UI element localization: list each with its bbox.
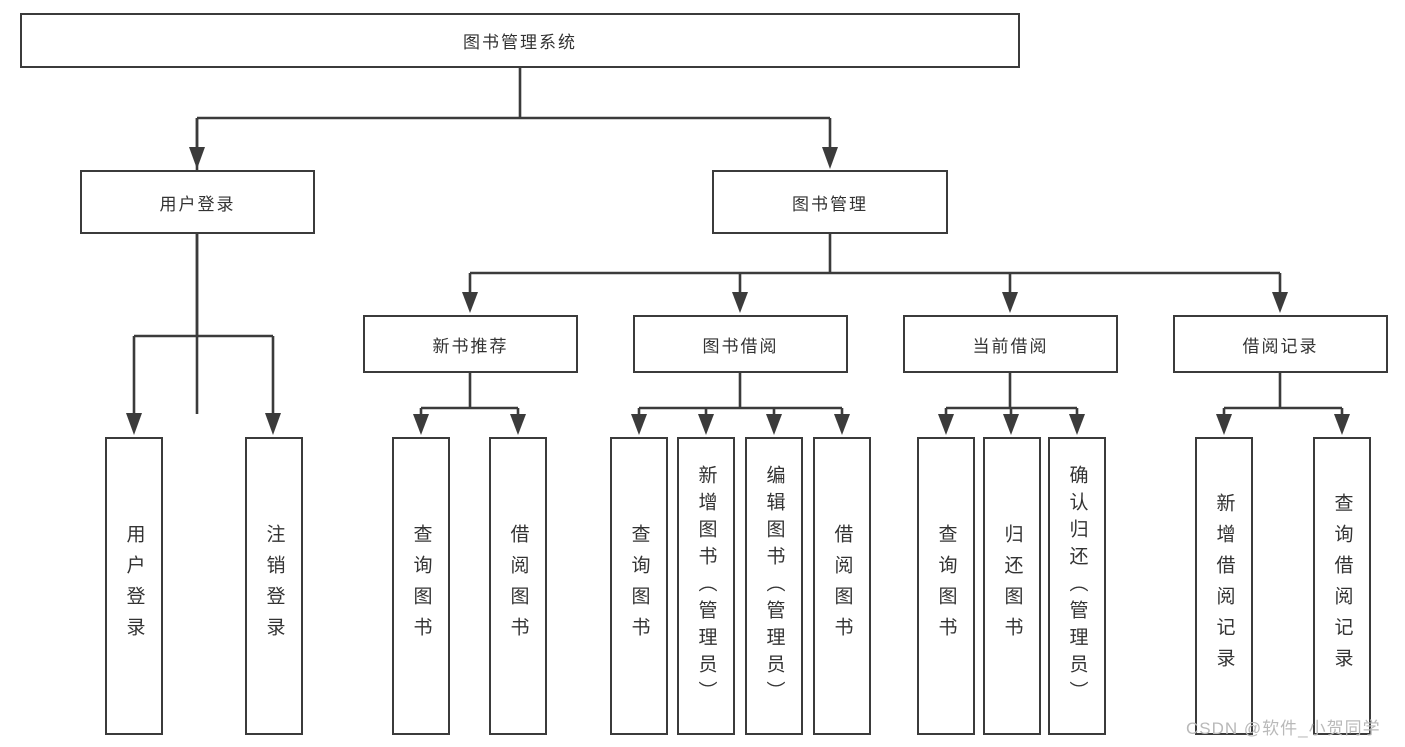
leaf-add-borrow-record: 新增借阅记录 <box>1195 437 1253 735</box>
watermark: CSDN @软件_小贺同学 <box>1186 719 1381 738</box>
leaf-user-login-label: 用户登录 <box>123 524 145 648</box>
leaf-query-books-2-label: 查询图书 <box>628 524 650 648</box>
leaf-query-books-1-label: 查询图书 <box>410 524 432 648</box>
leaf-edit-books-admin-label: 编辑图书（管理员） <box>763 464 785 708</box>
leaf-borrow-books-2-label: 借阅图书 <box>831 524 853 648</box>
node-current-borrowing: 当前借阅 <box>903 315 1118 373</box>
leaf-confirm-return-admin: 确认归还（管理员） <box>1048 437 1106 735</box>
leaf-add-borrow-record-label: 新增借阅记录 <box>1213 493 1235 679</box>
leaf-query-books-3-label: 查询图书 <box>935 524 957 648</box>
node-book-management: 图书管理 <box>712 170 948 234</box>
leaf-query-books-3: 查询图书 <box>917 437 975 735</box>
leaf-query-books-1: 查询图书 <box>392 437 450 735</box>
leaf-query-borrow-record: 查询借阅记录 <box>1313 437 1371 735</box>
leaf-query-books-2: 查询图书 <box>610 437 668 735</box>
leaf-borrow-books-1-label: 借阅图书 <box>507 524 529 648</box>
leaf-logout-label: 注销登录 <box>263 524 285 648</box>
leaf-return-books-label: 归还图书 <box>1001 524 1023 648</box>
node-root-title: 图书管理系统 <box>20 13 1020 68</box>
leaf-edit-books-admin: 编辑图书（管理员） <box>745 437 803 735</box>
leaf-add-books-admin-label: 新增图书（管理员） <box>695 464 717 708</box>
leaf-borrow-books-2: 借阅图书 <box>813 437 871 735</box>
leaf-borrow-books-1: 借阅图书 <box>489 437 547 735</box>
leaf-add-books-admin: 新增图书（管理员） <box>677 437 735 735</box>
leaf-logout: 注销登录 <box>245 437 303 735</box>
node-borrowing-records: 借阅记录 <box>1173 315 1388 373</box>
leaf-user-login: 用户登录 <box>105 437 163 735</box>
node-new-book-recommend: 新书推荐 <box>363 315 578 373</box>
leaf-confirm-return-admin-label: 确认归还（管理员） <box>1066 464 1088 708</box>
leaf-return-books: 归还图书 <box>983 437 1041 735</box>
node-book-borrowing: 图书借阅 <box>633 315 848 373</box>
node-user-login: 用户登录 <box>80 170 315 234</box>
leaf-query-borrow-record-label: 查询借阅记录 <box>1331 493 1353 679</box>
